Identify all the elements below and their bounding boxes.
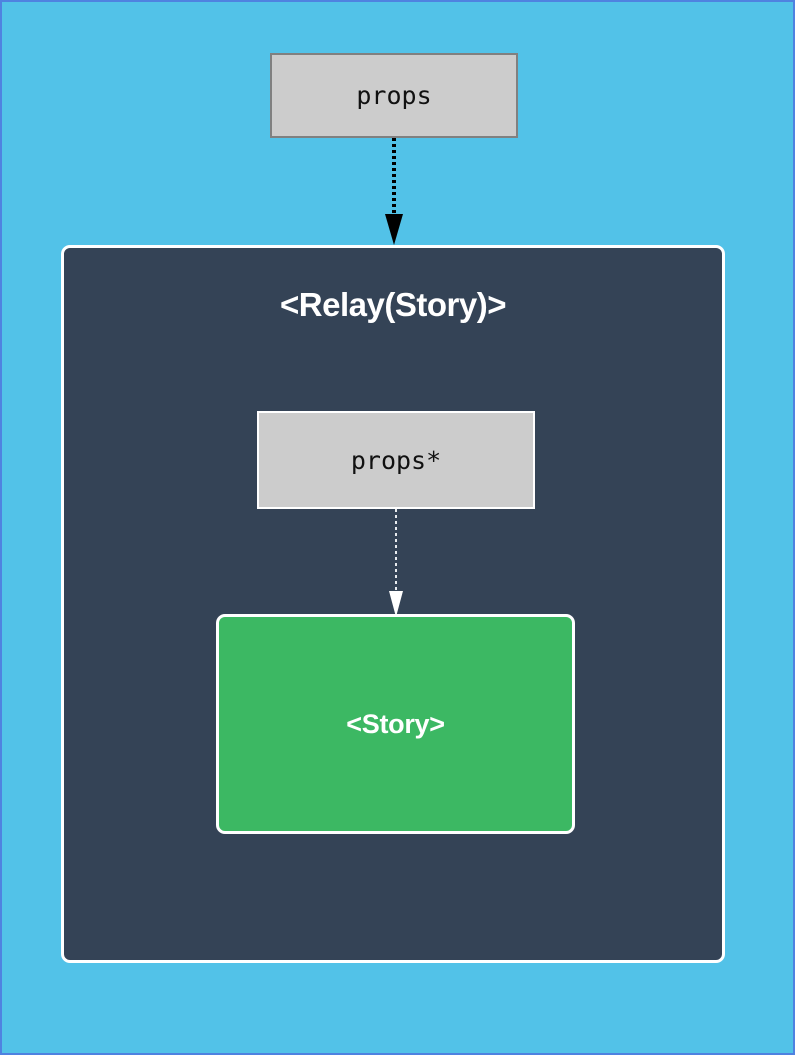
node-outer-props: props <box>270 53 518 138</box>
relay-container-title: <Relay(Story)> <box>280 286 506 323</box>
node-relay-container: <Relay(Story)> props* <Story> <box>61 245 725 963</box>
outer-props-label: props <box>356 81 432 110</box>
inner-props-label: props* <box>350 445 442 475</box>
edge-outer-props-to-relay <box>385 138 403 245</box>
edge-inner-props-to-story <box>389 509 403 617</box>
story-label: <Story> <box>346 708 445 739</box>
node-story: <Story> <box>216 614 575 834</box>
node-inner-props: props* <box>257 411 535 509</box>
